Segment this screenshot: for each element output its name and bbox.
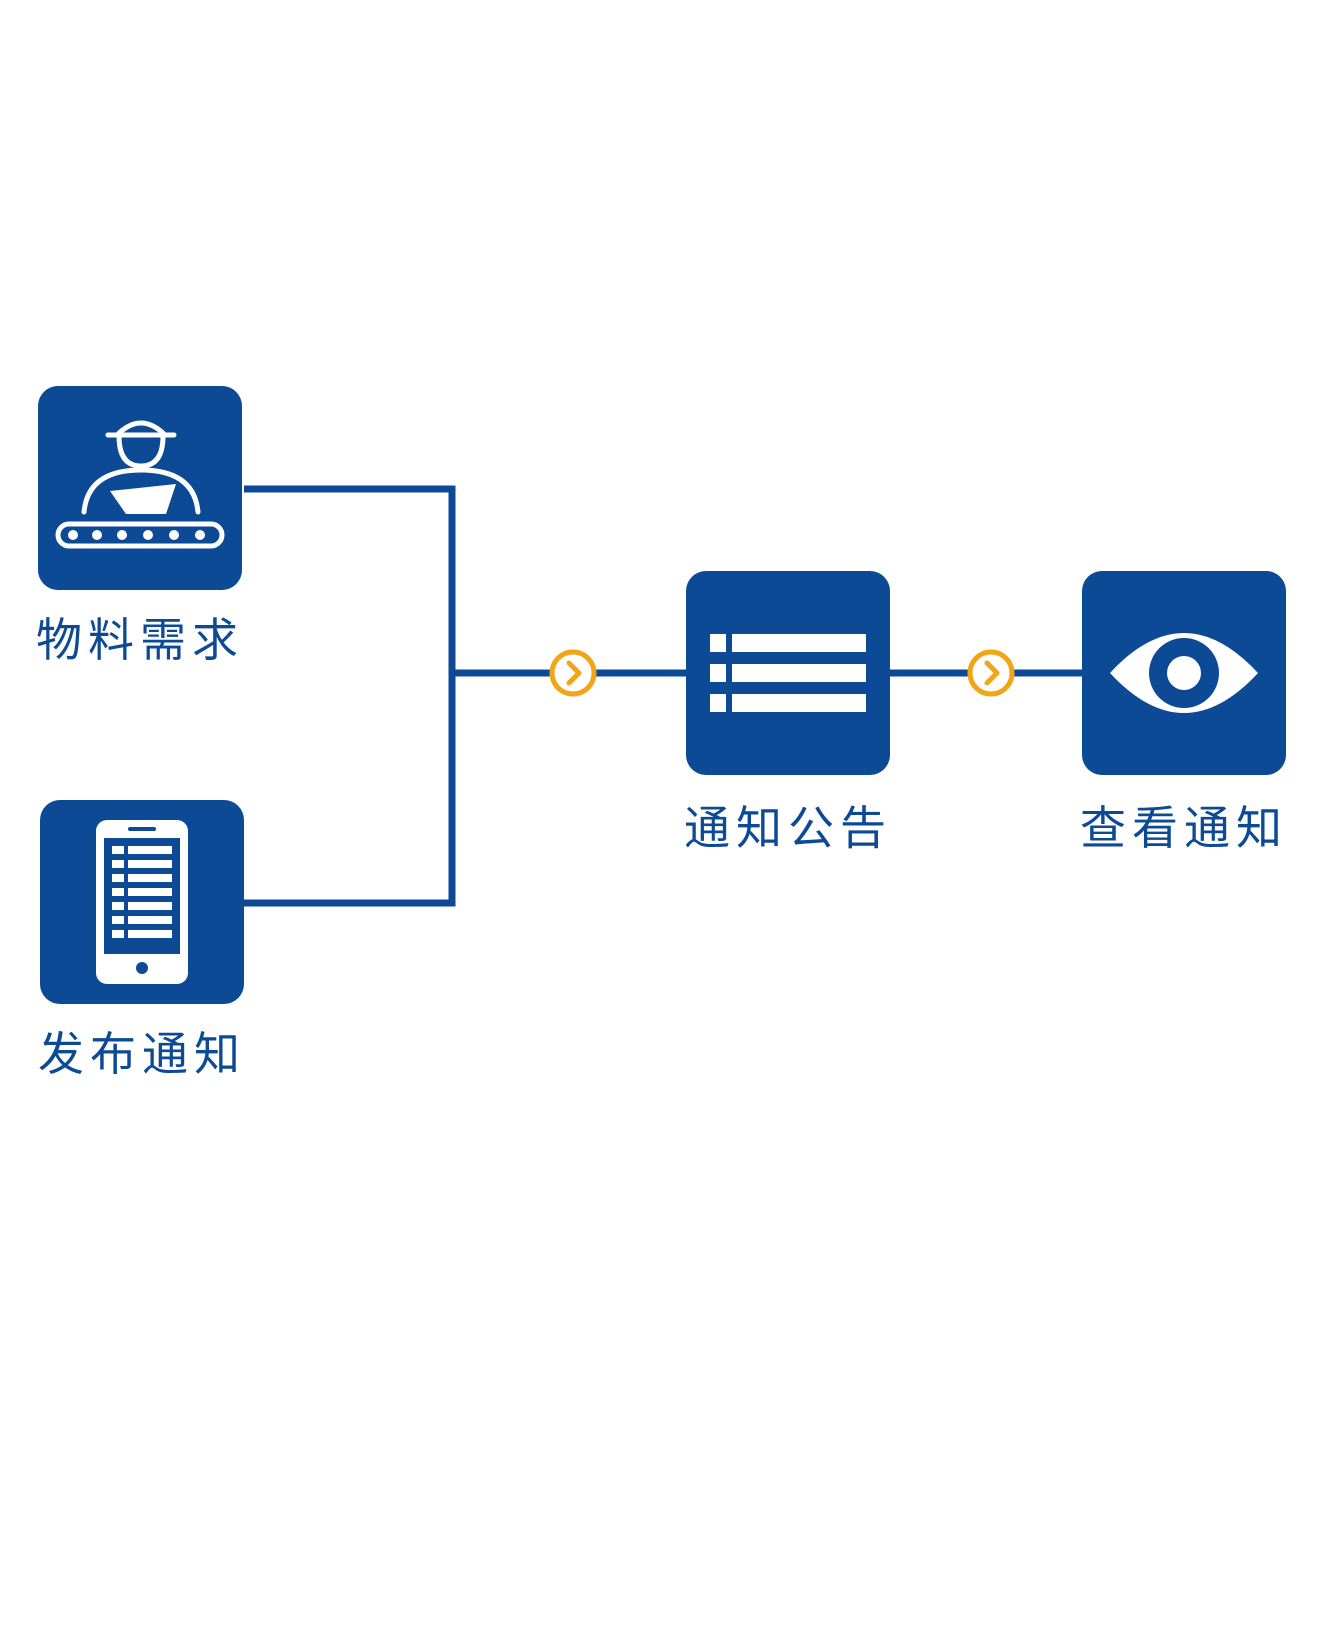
flow-arrow-2 bbox=[966, 648, 1016, 698]
node-material-demand bbox=[38, 386, 242, 590]
connector-top bbox=[244, 485, 456, 673]
smartphone-icon bbox=[96, 820, 188, 984]
node-view-notice bbox=[1082, 571, 1286, 775]
label-material-demand: 物料需求 bbox=[36, 613, 244, 667]
connector-bottom bbox=[244, 673, 456, 907]
label-publish-notice: 发布通知 bbox=[38, 1027, 246, 1081]
label-notice-bulletin: 通知公告 bbox=[684, 801, 892, 855]
eye-icon bbox=[1110, 633, 1258, 713]
label-view-notice: 查看通知 bbox=[1080, 801, 1288, 855]
flow-arrow-1 bbox=[548, 648, 598, 698]
chevron-right-icon bbox=[967, 649, 1015, 697]
node-publish-notice bbox=[40, 800, 244, 1004]
list-icon bbox=[710, 634, 866, 712]
chevron-right-icon bbox=[549, 649, 597, 697]
worker-conveyor-icon bbox=[55, 420, 225, 549]
node-notice-bulletin bbox=[686, 571, 890, 775]
